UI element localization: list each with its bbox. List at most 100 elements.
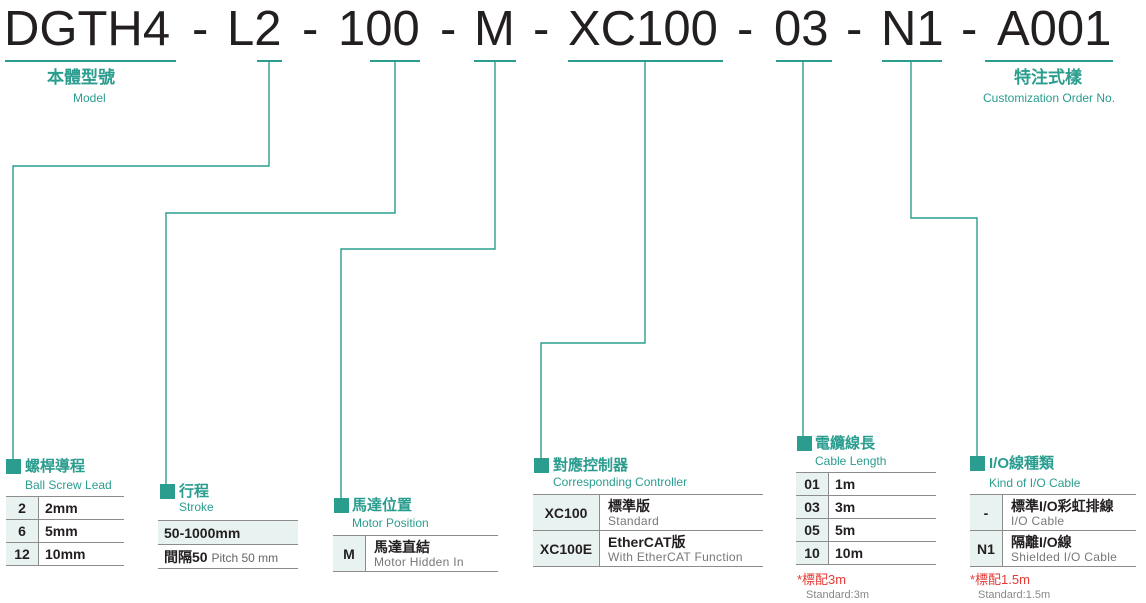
- stroke-pitch-zh: 間隔50: [164, 548, 208, 565]
- code-custom: A001: [997, 2, 1112, 56]
- code-io: N1: [881, 2, 944, 56]
- stroke-marker: [160, 484, 175, 499]
- ball-screw-code: 2: [6, 496, 39, 520]
- custom-caption-zh: 特注式樣: [1014, 68, 1082, 87]
- code-ball-screw: L2: [227, 2, 282, 56]
- cable-code: 05: [796, 518, 829, 542]
- cable-value: 10m: [828, 541, 936, 565]
- cable-code: 01: [796, 472, 829, 496]
- ball-screw-value: 5mm: [38, 519, 124, 543]
- stroke-pitch-en: Pitch 50 mm: [211, 550, 279, 565]
- motor-title: 馬達位置: [352, 497, 413, 514]
- motor-desc-en: Motor Hidden In: [374, 554, 464, 569]
- io-note-en: Standard:1.5m: [978, 589, 1051, 601]
- stroke-title-en: Stroke: [179, 500, 214, 514]
- controller-code: XC100E: [533, 530, 600, 567]
- cable-value: 1m: [828, 472, 936, 496]
- code-motor: M: [474, 2, 515, 56]
- connector-motor: [340, 61, 496, 500]
- io-marker: [970, 456, 985, 471]
- table-row: 50-1000mm: [158, 520, 298, 545]
- controller-title: 對應控制器: [553, 457, 629, 474]
- connector-io: [910, 61, 978, 458]
- controller-marker: [534, 458, 549, 473]
- controller-title-en: Corresponding Controller: [553, 475, 688, 489]
- stroke-range: 50-1000mm: [158, 520, 298, 545]
- model-caption-zh: 本體型號: [47, 68, 115, 87]
- cable-code: 03: [796, 495, 829, 519]
- controller-underline: [568, 60, 723, 62]
- io-title: I/O線種類: [989, 455, 1055, 472]
- connector-ball-screw: [12, 61, 270, 460]
- code-dash: -: [961, 2, 978, 56]
- io-code: -: [970, 494, 1003, 531]
- motor-code: M: [333, 535, 366, 572]
- ball-screw-code: 12: [6, 542, 39, 566]
- ball-screw-value: 2mm: [38, 496, 124, 520]
- code-dash: -: [533, 2, 550, 56]
- code-dash: -: [302, 2, 319, 56]
- controller-desc-en: With EtherCAT Function: [608, 549, 743, 564]
- model-caption-en: Model: [73, 91, 106, 105]
- cable-marker: [797, 436, 812, 451]
- code-dash: -: [737, 2, 754, 56]
- connector-stroke: [165, 61, 396, 486]
- controller-desc-zh: EtherCAT版: [608, 533, 686, 550]
- stroke-table: 50-1000mm 間隔50 Pitch 50 mm: [158, 520, 298, 569]
- io-desc-en: I/O Cable: [1011, 513, 1065, 528]
- ball-screw-code: 6: [6, 519, 39, 543]
- motor-desc-zh: 馬達直結: [374, 538, 430, 555]
- motor-marker: [334, 498, 349, 513]
- ball-screw-title: 螺桿導程: [25, 458, 86, 475]
- model-underline: [5, 60, 176, 62]
- stroke-title: 行程: [179, 483, 210, 500]
- cable-value: 5m: [828, 518, 936, 542]
- controller-code: XC100: [533, 494, 600, 531]
- cable-value: 3m: [828, 495, 936, 519]
- controller-desc-zh: 標準版: [608, 497, 650, 514]
- io-note: *標配1.5m: [970, 572, 1030, 587]
- io-code: N1: [970, 530, 1003, 567]
- custom-underline: [985, 60, 1113, 62]
- table-row: 間隔50 Pitch 50 mm: [158, 544, 298, 569]
- code-dash: -: [192, 2, 209, 56]
- io-underline: [882, 60, 942, 62]
- ball-screw-value: 10mm: [38, 542, 124, 566]
- cable-note-en: Standard:3m: [806, 589, 869, 601]
- cable-underline: [776, 60, 832, 62]
- stroke-pitch: 間隔50 Pitch 50 mm: [158, 544, 298, 569]
- stroke-underline: [370, 60, 420, 62]
- code-controller: XC100: [568, 2, 718, 56]
- code-stroke: 100: [338, 2, 420, 56]
- cable-title-en: Cable Length: [815, 454, 887, 468]
- code-dash: -: [846, 2, 863, 56]
- io-title-en: Kind of I/O Cable: [989, 476, 1081, 490]
- cable-title: 電纜線長: [815, 435, 876, 452]
- cable-note: *標配3m: [797, 572, 847, 587]
- io-desc-en: Shielded I/O Cable: [1011, 549, 1118, 564]
- io-desc-zh: 隔離I/O線: [1011, 533, 1072, 550]
- ball-screw-marker: [6, 459, 21, 474]
- code-model: DGTH4: [4, 2, 171, 56]
- cable-code: 10: [796, 541, 829, 565]
